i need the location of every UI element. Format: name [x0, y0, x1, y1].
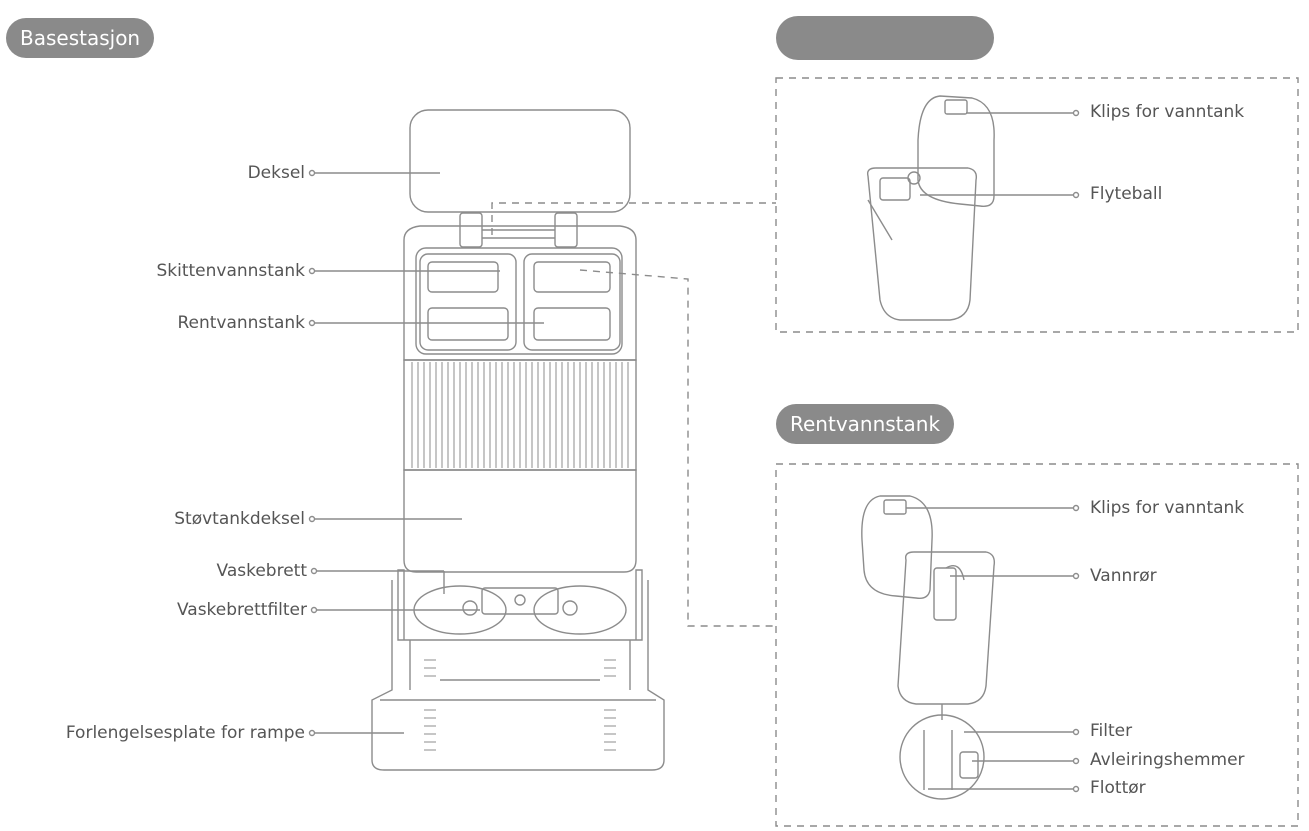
leader-dots [308, 109, 1080, 793]
ramp-ticks [424, 659, 616, 751]
leader-lines-clean [906, 507, 1074, 790]
label-wash-board: Vaskebrett [216, 561, 307, 581]
label-float-ball: Flyteball [1090, 184, 1163, 204]
label-ramp-extension: Forlengelsesplate for rampe [65, 723, 305, 743]
dirty-tank-detail-box [775, 77, 1299, 333]
label-dirty-tank: Skittenvannstank [156, 261, 305, 281]
clean-tank-header: Rentvannstank [776, 404, 955, 444]
base-station-drawing [371, 109, 665, 771]
dashed-connectors [491, 202, 776, 627]
ribs [411, 362, 629, 468]
label-dust-cover: Støvtankdeksel [174, 509, 305, 529]
label-scale-inhibitor: Avleiringshemmer [1090, 750, 1245, 770]
clean-tank-drawing [861, 495, 996, 800]
label-lid: Deksel [247, 163, 305, 183]
label-wash-board-filter: Vaskebrettfilter [176, 600, 307, 620]
base-station-header: Basestasjon [6, 18, 155, 58]
leader-lines-dirty [920, 112, 1074, 196]
label-clean-clip: Klips for vanntank [1090, 498, 1245, 518]
dirty-tank-header [776, 16, 994, 60]
clean-tank-detail-box [775, 463, 1299, 827]
label-water-pipe: Vannrør [1090, 566, 1157, 586]
label-filter: Filter [1090, 721, 1133, 741]
label-clean-tank: Rentvannstank [177, 313, 305, 333]
label-dirty-clip: Klips for vanntank [1090, 102, 1245, 122]
dirty-tank-drawing [866, 95, 995, 321]
label-float-pipe: Flottør [1090, 778, 1146, 798]
leader-lines-base [314, 172, 544, 734]
